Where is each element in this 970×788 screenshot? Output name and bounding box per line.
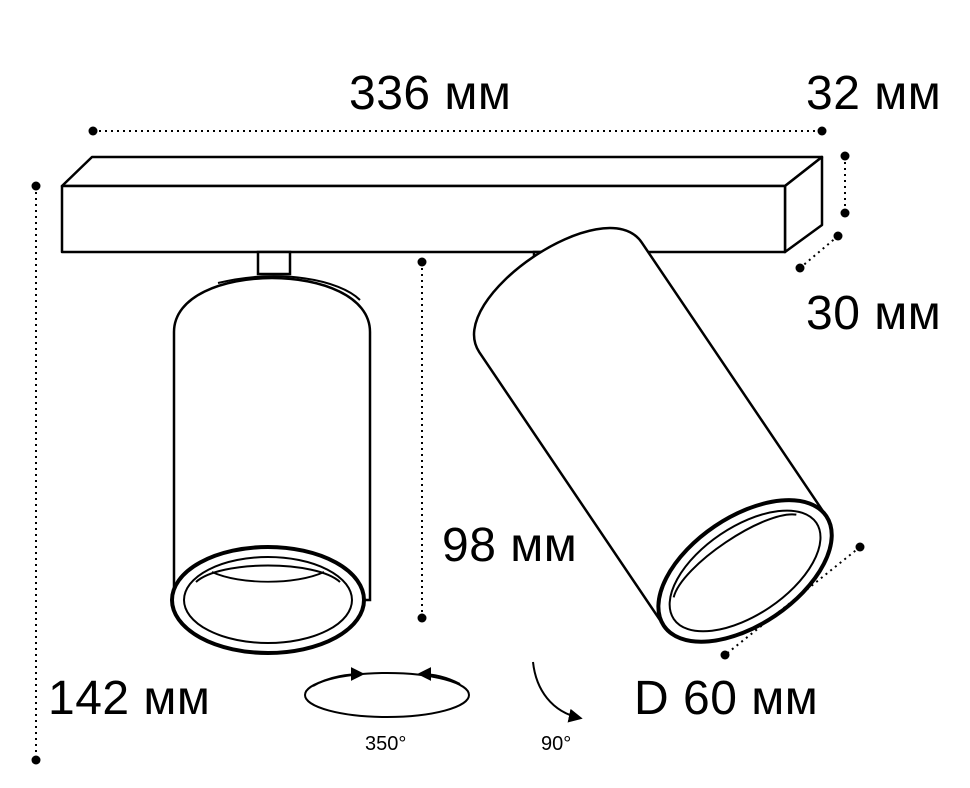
- diameter-label: D 60 мм: [634, 672, 819, 725]
- rotate-350-icon: [304, 667, 470, 718]
- rotation-vertical-label: 90°: [541, 733, 572, 755]
- diameter-dim-line: [724, 546, 861, 656]
- total-height-label: 142 мм: [48, 672, 211, 725]
- depth-label: 30 мм: [806, 287, 942, 340]
- left-lamp-body: [172, 276, 372, 602]
- width-label: 336 мм: [349, 67, 512, 120]
- track-bar: [60, 155, 824, 254]
- height-label: 32 мм: [806, 67, 942, 120]
- depth-dim-line: [799, 235, 839, 269]
- rotate-90-icon: [532, 661, 583, 723]
- left-lamp-inner-ring: [183, 556, 353, 644]
- rotation-horizontal-label: 350°: [365, 733, 407, 755]
- right-spot-lamp: [472, 226, 834, 644]
- left-lamp-stem: [256, 250, 292, 276]
- right-lamp-inner-ring: [668, 509, 822, 633]
- dimension-lines: [35, 130, 861, 760]
- left-spot-lamp: [170, 250, 372, 655]
- dimension-dots: [31, 126, 865, 765]
- lamp-height-label: 98 мм: [442, 519, 578, 572]
